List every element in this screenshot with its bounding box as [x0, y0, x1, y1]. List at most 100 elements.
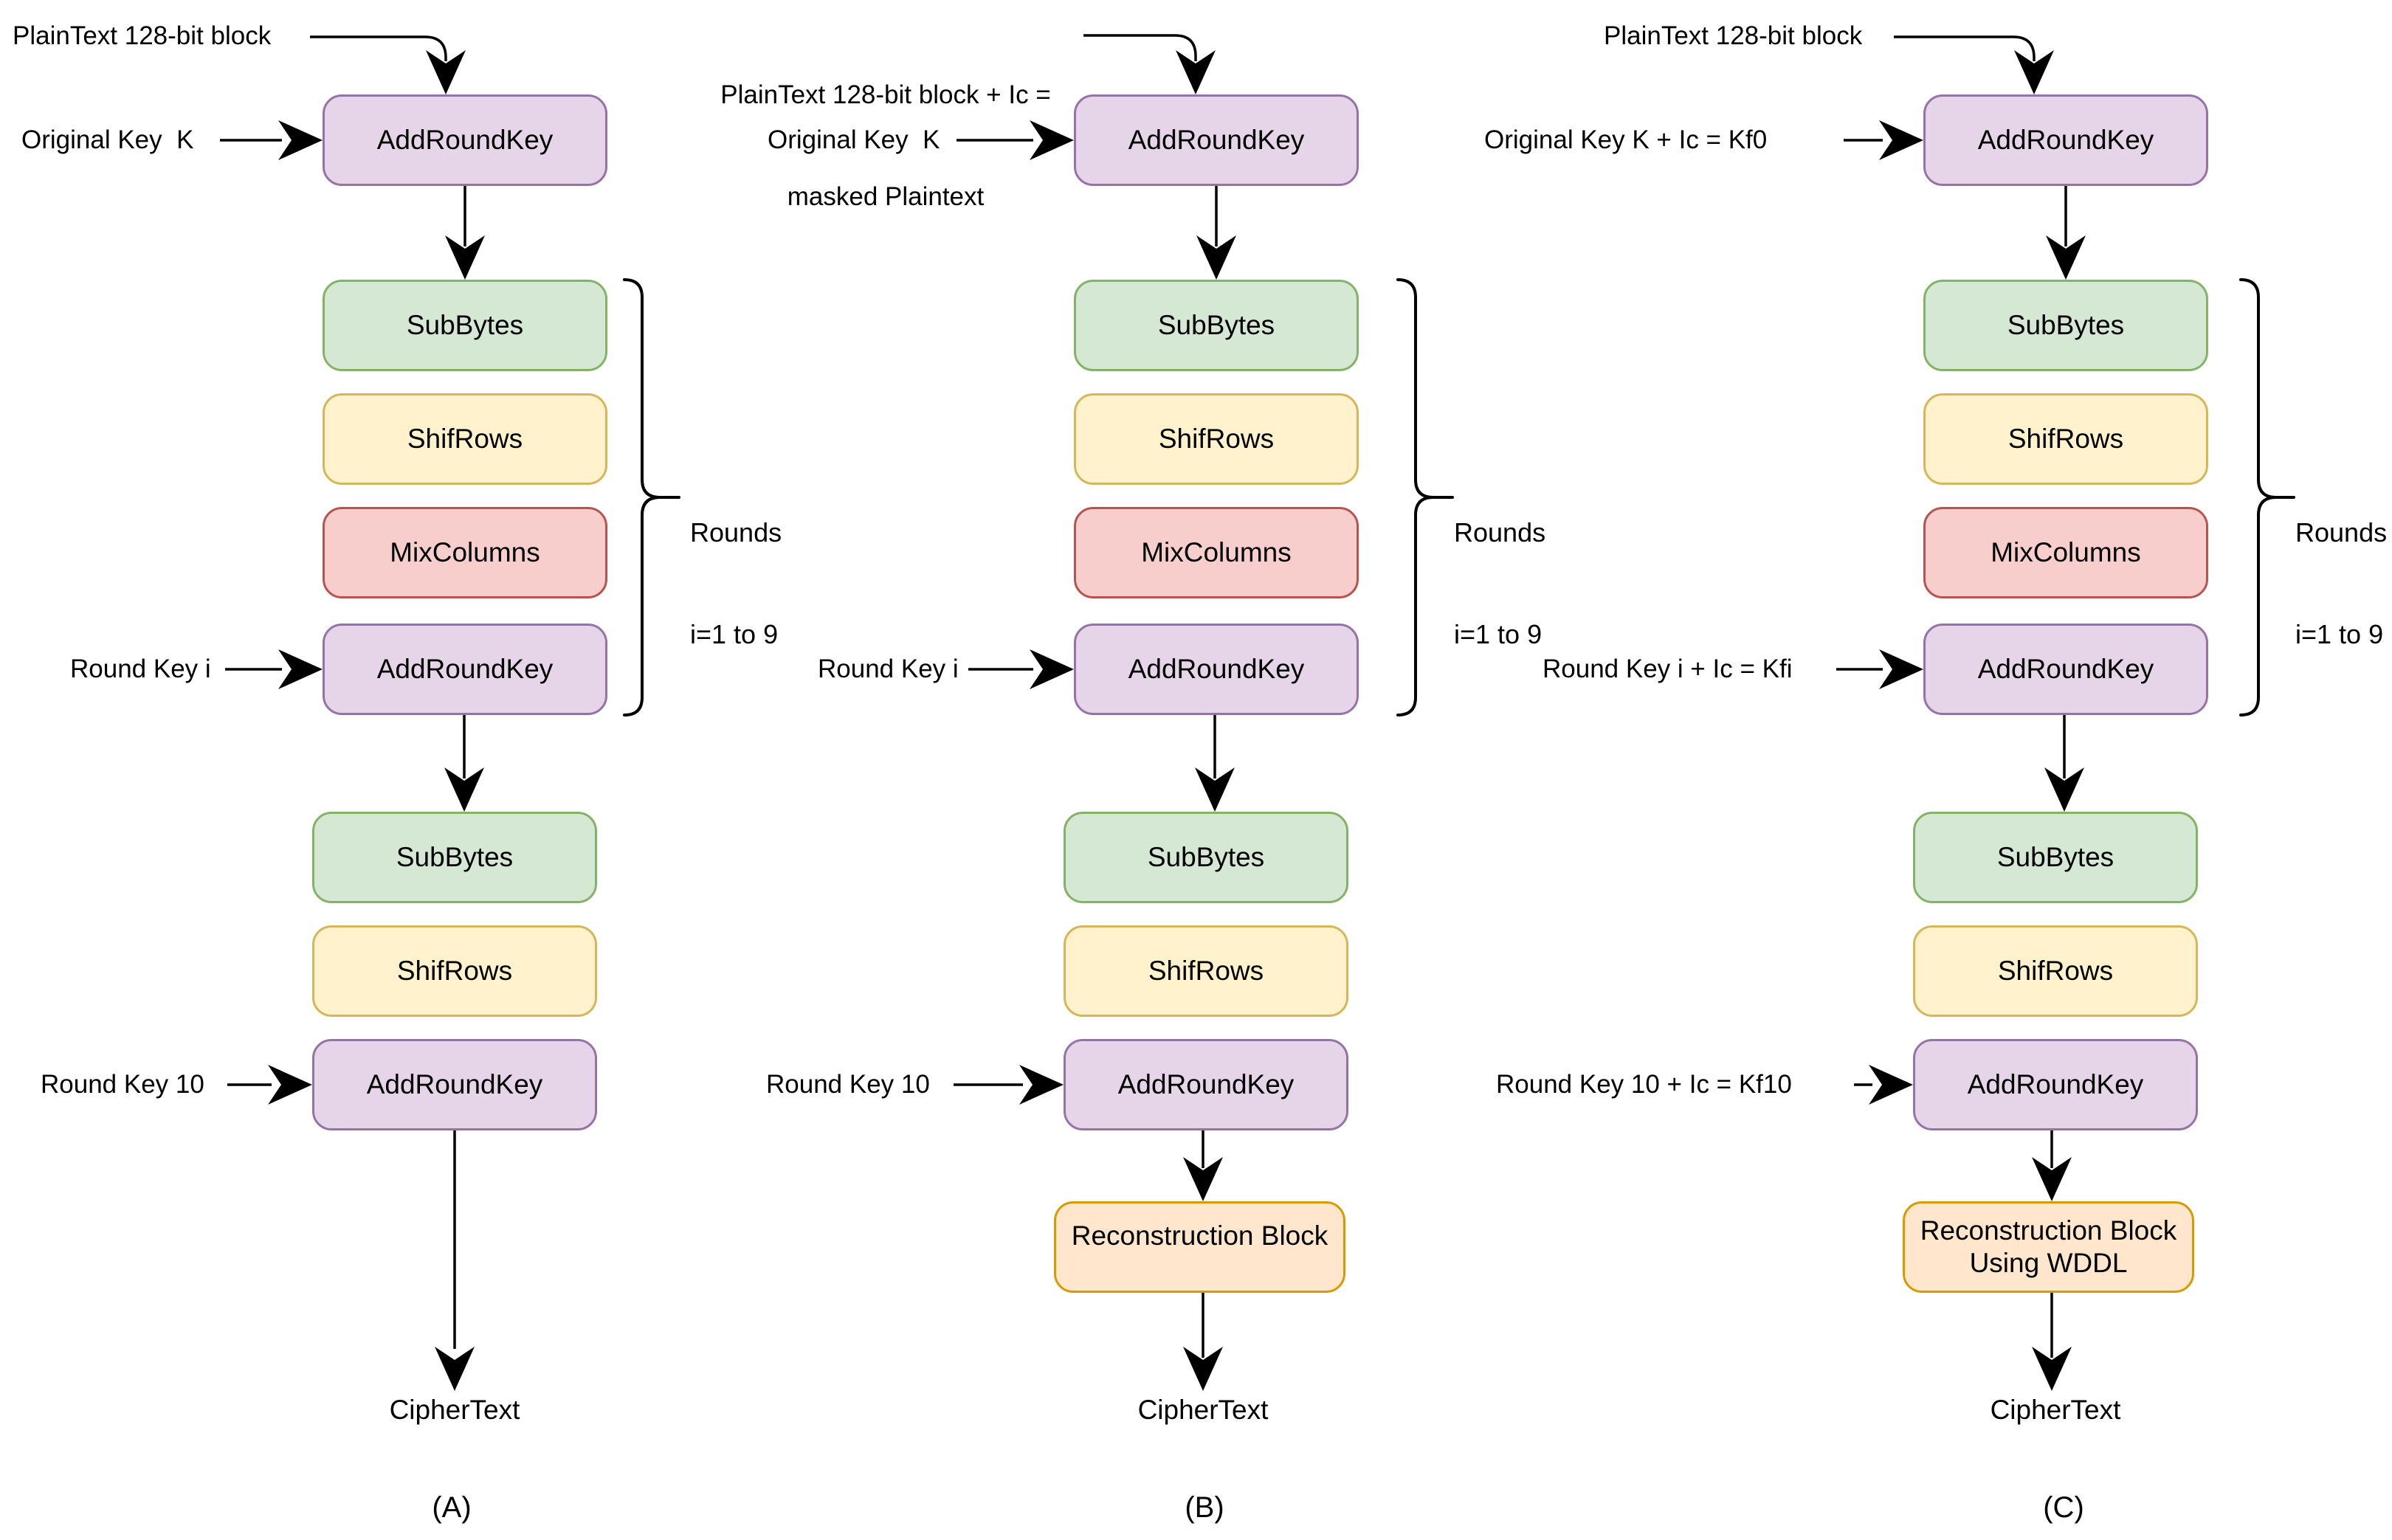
node-a-shiftrows-1: ShifRows [323, 393, 607, 485]
label-b-original-key: Original Key K [768, 125, 940, 154]
arrow-c-reconstruction-to-ciphertext [2032, 1293, 2072, 1391]
node-label: SubBytes [1157, 310, 1275, 340]
node-a-subbytes-2: SubBytes [312, 812, 597, 903]
reconstruction-line-1: Reconstruction Block [1920, 1215, 2177, 1246]
rounds-line-1: Rounds [2295, 517, 2388, 548]
arrow-c-plaintext-to-addroundkey [1894, 35, 2054, 94]
brace-shape [2239, 278, 2295, 717]
arrow-head [426, 50, 466, 94]
arrow-a-addroundkey2-to-subbytes2 [444, 715, 484, 812]
node-b-subbytes-2: SubBytes [1064, 812, 1348, 903]
node-label: MixColumns [1141, 537, 1292, 567]
label-a-ciphertext: CipherText [389, 1395, 520, 1425]
arrow-head [1869, 1065, 1913, 1105]
arrow-b-plaintext-to-addroundkey [1083, 34, 1216, 94]
caption-b: (B) [1185, 1491, 1224, 1524]
node-label: SubBytes [1996, 842, 2114, 872]
arrow-c-roundkey10-to-addroundkey [1854, 1065, 1913, 1105]
node-label: SubBytes [2007, 310, 2125, 340]
node-label: AddRoundKey [366, 1069, 543, 1099]
label-a-original-key: Original Key K [21, 125, 194, 154]
arrow-c-originalkey-to-addroundkey [1844, 120, 1923, 160]
rounds-line-2: i=1 to 9 [1454, 619, 1543, 649]
node-a-subbytes-1: SubBytes [323, 280, 607, 371]
node-label: MixColumns [390, 537, 540, 567]
label-b-rounds: Rounds i=1 to 9 [1454, 448, 1545, 719]
caption-a: (A) [432, 1491, 472, 1524]
arrow-shaft [310, 35, 447, 61]
node-c-shiftrows-2: ShifRows [1913, 925, 2198, 1017]
arrow-a-originalkey-to-addroundkey [220, 120, 323, 160]
arrow-c-addroundkey1-to-subbytes [2046, 186, 2086, 280]
label-a-round-key-i: Round Key i [70, 655, 211, 683]
arrow-a-roundkeyi-to-addroundkey [225, 649, 323, 689]
node-a-addroundkey-2: AddRoundKey [323, 624, 607, 715]
arrow-a-addroundkey3-to-ciphertext [435, 1130, 475, 1391]
arrow-b-addroundkey3-to-reconstruction [1183, 1130, 1223, 1201]
arrow-shaft [1894, 35, 2036, 61]
arrow-head [1030, 120, 1074, 160]
rounds-line-1: Rounds [690, 517, 782, 548]
arrow-head [1879, 120, 1923, 160]
arrow-head [435, 1347, 475, 1391]
node-a-addroundkey-1: AddRoundKey [323, 94, 607, 186]
node-c-addroundkey-2: AddRoundKey [1923, 624, 2208, 715]
rounds-line-1: Rounds [1454, 517, 1546, 548]
node-label: AddRoundKey [376, 654, 554, 684]
label-c-ciphertext: CipherText [1990, 1395, 2121, 1425]
label-a-plaintext: PlainText 128-bit block [13, 21, 272, 50]
brace-c-rounds [2239, 278, 2295, 717]
brace-shape [1396, 278, 1454, 717]
node-b-subbytes-1: SubBytes [1074, 280, 1359, 371]
node-a-mixcolumns: MixColumns [323, 507, 607, 598]
label-a-rounds: Rounds i=1 to 9 [690, 448, 782, 719]
node-label: AddRoundKey [1128, 125, 1305, 155]
label-a-round-key-10: Round Key 10 [41, 1070, 204, 1099]
arrow-head [1183, 1157, 1223, 1201]
node-label: SubBytes [396, 842, 514, 872]
node-b-reconstruction-block: Reconstruction Block [1054, 1201, 1345, 1293]
arrow-b-addroundkey2-to-subbytes2 [1195, 715, 1235, 812]
arrow-head [278, 120, 323, 160]
node-label: AddRoundKey [1117, 1069, 1295, 1099]
label-c-round-key-i: Round Key i + Ic = Kfi [1543, 655, 1793, 683]
arrow-c-addroundkey3-to-reconstruction [2032, 1130, 2072, 1201]
plaintext-line-1: PlainText 128-bit block + Ic = [720, 80, 1051, 109]
arrow-head [444, 767, 484, 812]
label-c-original-key: Original Key K + Ic = Kf0 [1484, 125, 1768, 154]
node-label: ShifRows [1148, 956, 1264, 986]
arrow-a-roundkey10-to-addroundkey [227, 1065, 312, 1105]
arrow-b-reconstruction-to-ciphertext [1183, 1293, 1223, 1391]
reconstruction-line-2: Using WDDL [1969, 1248, 2128, 1278]
node-label: AddRoundKey [1977, 125, 2154, 155]
node-label: AddRoundKey [376, 125, 554, 155]
node-label: AddRoundKey [1128, 654, 1305, 684]
arrow-head [1196, 235, 1236, 280]
label-c-round-key-10: Round Key 10 + Ic = Kf10 [1496, 1070, 1792, 1099]
plaintext-line-2: masked Plaintext [787, 182, 985, 211]
node-label: ShifRows [407, 424, 523, 454]
arrow-head [2032, 1347, 2072, 1391]
label-b-round-key-10: Round Key 10 [766, 1070, 930, 1099]
node-label: ShifRows [1997, 956, 2114, 986]
node-a-shiftrows-2: ShifRows [312, 925, 597, 1017]
label-c-rounds: Rounds i=1 to 9 [2295, 448, 2387, 719]
node-c-subbytes-1: SubBytes [1923, 280, 2208, 371]
arrow-b-originalkey-to-addroundkey [957, 120, 1074, 160]
arrow-head [268, 1065, 312, 1105]
node-label: MixColumns [1991, 537, 2141, 567]
node-label: SubBytes [406, 310, 524, 340]
arrow-b-roundkey10-to-addroundkey [954, 1065, 1064, 1105]
arrow-head [278, 649, 323, 689]
caption-c: (C) [2043, 1491, 2084, 1524]
arrow-c-roundkeyi-to-addroundkey [1836, 649, 1923, 689]
node-label: AddRoundKey [1977, 654, 2154, 684]
node-b-mixcolumns: MixColumns [1074, 507, 1359, 598]
label-b-ciphertext: CipherText [1137, 1395, 1269, 1425]
arrow-b-addroundkey1-to-subbytes [1196, 186, 1236, 280]
arrow-head [2032, 1157, 2072, 1201]
node-b-shiftrows-1: ShifRows [1074, 393, 1359, 485]
arrow-head [1195, 767, 1235, 812]
node-c-mixcolumns: MixColumns [1923, 507, 2208, 598]
node-b-addroundkey-3: AddRoundKey [1064, 1039, 1348, 1130]
